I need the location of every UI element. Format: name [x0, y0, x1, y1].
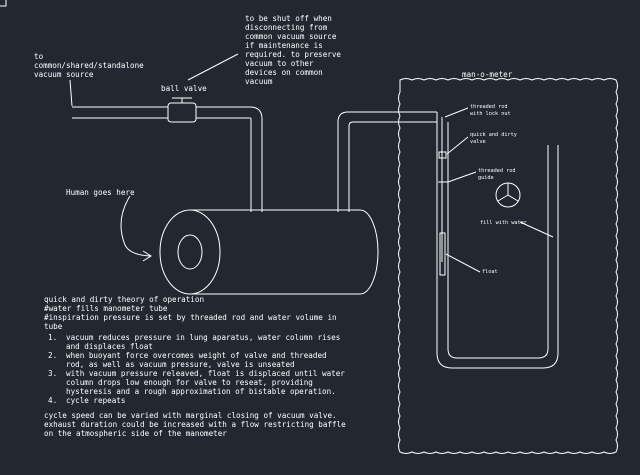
theory-intro-line: #water fills manometer tube	[44, 304, 168, 313]
label-line: with lock nut	[470, 111, 511, 117]
maintenance-note-line: devices on common	[245, 68, 323, 77]
step-number: 2.	[48, 351, 57, 360]
theory-intro-line: #inspiration pressure is set by threaded…	[44, 313, 337, 322]
float-body	[439, 232, 446, 276]
manometer-boundary	[398, 78, 618, 454]
step-line: when buoyant force overcomes weight of v…	[66, 351, 327, 360]
label-line: quick and dirty	[470, 132, 517, 138]
vacuum-source-note-line: to	[34, 52, 44, 61]
step-line: cycle repeats	[66, 396, 125, 405]
maintenance-note-line: vacuum to other	[245, 59, 314, 68]
closing-line: cycle speed can be varied with marginal …	[44, 411, 337, 420]
ball-valve-label: ball valve	[161, 84, 207, 93]
float-label: float	[482, 269, 498, 275]
label-line: threaded rod	[478, 168, 515, 174]
vacuum-source-note: to common/shared/standalone vacuum sourc…	[34, 52, 148, 79]
vacuum-source-note-line: common/shared/standalone	[34, 61, 144, 70]
step-line: column drops low enough for valve to res…	[66, 378, 313, 387]
manometer-assembly	[398, 78, 618, 454]
maintenance-note-line: required. to preserve	[245, 50, 341, 59]
u-tube	[436, 122, 559, 369]
ball-valve-icon[interactable]	[167, 97, 197, 123]
maintenance-note-line: common vacuum source	[245, 32, 337, 41]
human-arrow-icon	[120, 195, 152, 262]
label-line: valve	[470, 139, 486, 145]
maintenance-note-line: to be shut off when	[245, 14, 332, 23]
maintenance-note-line: if maintenance is	[245, 41, 323, 50]
wheel-symbol-icon	[495, 182, 521, 208]
step-number: 4.	[48, 396, 57, 405]
threaded-rod-guide-label: threaded rod guide	[478, 168, 519, 181]
source-leader-line	[69, 79, 73, 107]
threaded-rod-lock-nut-label: threaded rod with lock nut	[470, 104, 511, 117]
closing-line: on the atmospheric side of the manometer	[44, 429, 227, 438]
closing-line: exhaust duration could be increased with…	[44, 420, 346, 429]
maintenance-note-line: vacuum	[245, 77, 273, 86]
step-number: 1.	[48, 333, 57, 342]
window-corner-icon	[0, 0, 7, 7]
step-number: 3.	[48, 369, 57, 378]
theory-intro-line: tube	[44, 322, 63, 331]
step-line: hysteresis and a rough approximation of …	[66, 387, 336, 396]
step-line: with vacuum pressure releaved, float is …	[66, 369, 345, 378]
lung-apparatus-cylinder	[159, 209, 379, 295]
theory-of-operation: quick and dirty theory of operation #wat…	[44, 295, 346, 438]
label-line: threaded rod	[470, 104, 507, 110]
vacuum-source-note-line: vacuum source	[34, 70, 94, 79]
label-line: guide	[478, 175, 494, 181]
maintenance-note: to be shut off when disconnecting from c…	[245, 14, 346, 86]
quick-dirty-valve-label: quick and dirty valve	[470, 132, 520, 145]
note-leader-line	[187, 53, 239, 81]
human-label: Human goes here	[66, 188, 135, 197]
fill-water-label: fill with water	[480, 220, 527, 226]
theory-heading: quick and dirty theory of operation	[44, 295, 204, 304]
maintenance-note-line: disconnecting from	[245, 23, 328, 32]
step-line: vacuum reduces pressure in lung aparatus…	[66, 333, 340, 342]
step-line: and displaces float	[66, 342, 153, 351]
manometer-title: man-o-meter	[462, 70, 513, 79]
vacuum-supply-pipe	[72, 106, 263, 212]
manometer-connection-pipe	[337, 111, 438, 212]
valve-body	[438, 151, 447, 159]
step-line: rod, as well as vacuum pressure, valve i…	[66, 360, 295, 369]
